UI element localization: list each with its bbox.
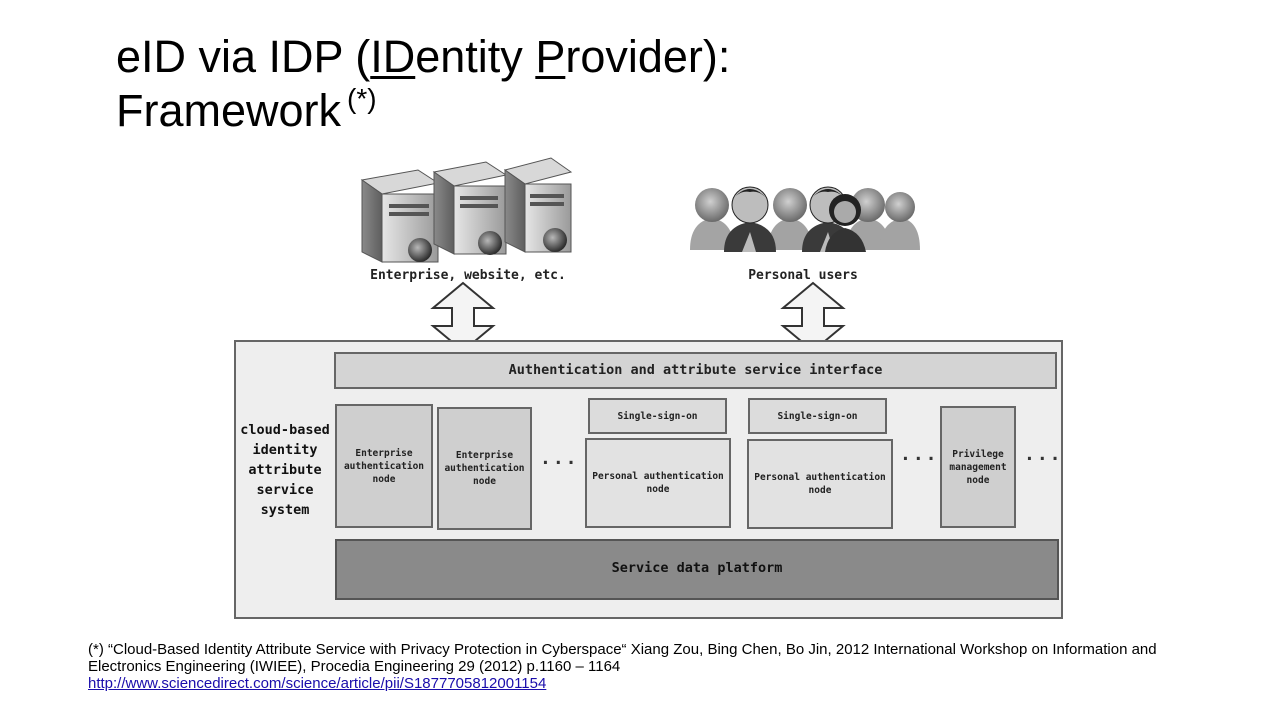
side-label-line: service bbox=[256, 482, 314, 498]
privilege-management-node: Privilege management node bbox=[940, 406, 1016, 528]
interface-label: Authentication and attribute service int… bbox=[508, 362, 883, 378]
ellipsis-1: ... bbox=[540, 448, 579, 469]
node-label: Personal authentication node bbox=[592, 471, 724, 495]
node-label: Privilege management node bbox=[949, 448, 1007, 486]
citation-text: (*) “Cloud-Based Identity Attribute Serv… bbox=[88, 641, 1157, 675]
title-underlined-p: P bbox=[535, 31, 566, 82]
side-label-line: attribute bbox=[248, 462, 322, 478]
node-label: Enterprise authentication node bbox=[444, 450, 525, 487]
title-text: entity bbox=[415, 31, 536, 82]
title-footnote-marker: (*) bbox=[347, 83, 377, 114]
side-label-line: system bbox=[260, 502, 310, 518]
ellipsis-2: ... bbox=[900, 444, 939, 465]
node-label: Single-sign-on bbox=[617, 410, 698, 422]
node-label: Single-sign-on bbox=[777, 410, 858, 422]
ellipsis-3: ... bbox=[1024, 444, 1063, 465]
title-text: eID via IDP ( bbox=[116, 31, 371, 82]
single-sign-on-1: Single-sign-on bbox=[588, 398, 727, 434]
node-label: Enterprise authentication node bbox=[343, 447, 425, 485]
platform-label: Service data platform bbox=[611, 560, 783, 576]
personal-auth-node-1: Personal authentication node bbox=[585, 438, 731, 528]
title-underlined-id: ID bbox=[370, 31, 416, 82]
title-framework: Framework bbox=[116, 85, 342, 136]
title-line-2: Framework(*) bbox=[116, 84, 1216, 138]
title-line-1: eID via IDP (IDentity Provider): bbox=[116, 30, 1216, 84]
slide-title: eID via IDP (IDentity Provider): Framewo… bbox=[116, 30, 1216, 138]
platform-bar bbox=[335, 539, 1059, 600]
system-side-label: cloud-based identity attribute service s… bbox=[232, 420, 338, 520]
side-label-line: cloud-based bbox=[240, 422, 330, 438]
enterprise-auth-node-1: Enterprise authentication node bbox=[335, 404, 433, 528]
personal-auth-node-2: Personal authentication node bbox=[747, 439, 893, 529]
title-text: rovider): bbox=[565, 31, 731, 82]
server-icon-3 bbox=[503, 157, 573, 253]
enterprise-auth-node-2: Enterprise authentication node bbox=[437, 407, 532, 530]
citation-footnote: (*) “Cloud-Based Identity Attribute Serv… bbox=[88, 641, 1208, 692]
users-icon bbox=[690, 186, 920, 252]
enterprise-caption: Enterprise, website, etc. bbox=[370, 268, 566, 283]
interface-bar bbox=[334, 352, 1057, 389]
personal-users-caption: Personal users bbox=[748, 268, 858, 283]
server-icon-2 bbox=[432, 161, 508, 255]
server-icon-1 bbox=[360, 169, 440, 263]
single-sign-on-2: Single-sign-on bbox=[748, 398, 887, 434]
side-label-line: identity bbox=[252, 442, 318, 458]
citation-link[interactable]: http://www.sciencedirect.com/science/art… bbox=[88, 675, 547, 692]
node-label: Personal authentication node bbox=[754, 472, 886, 496]
